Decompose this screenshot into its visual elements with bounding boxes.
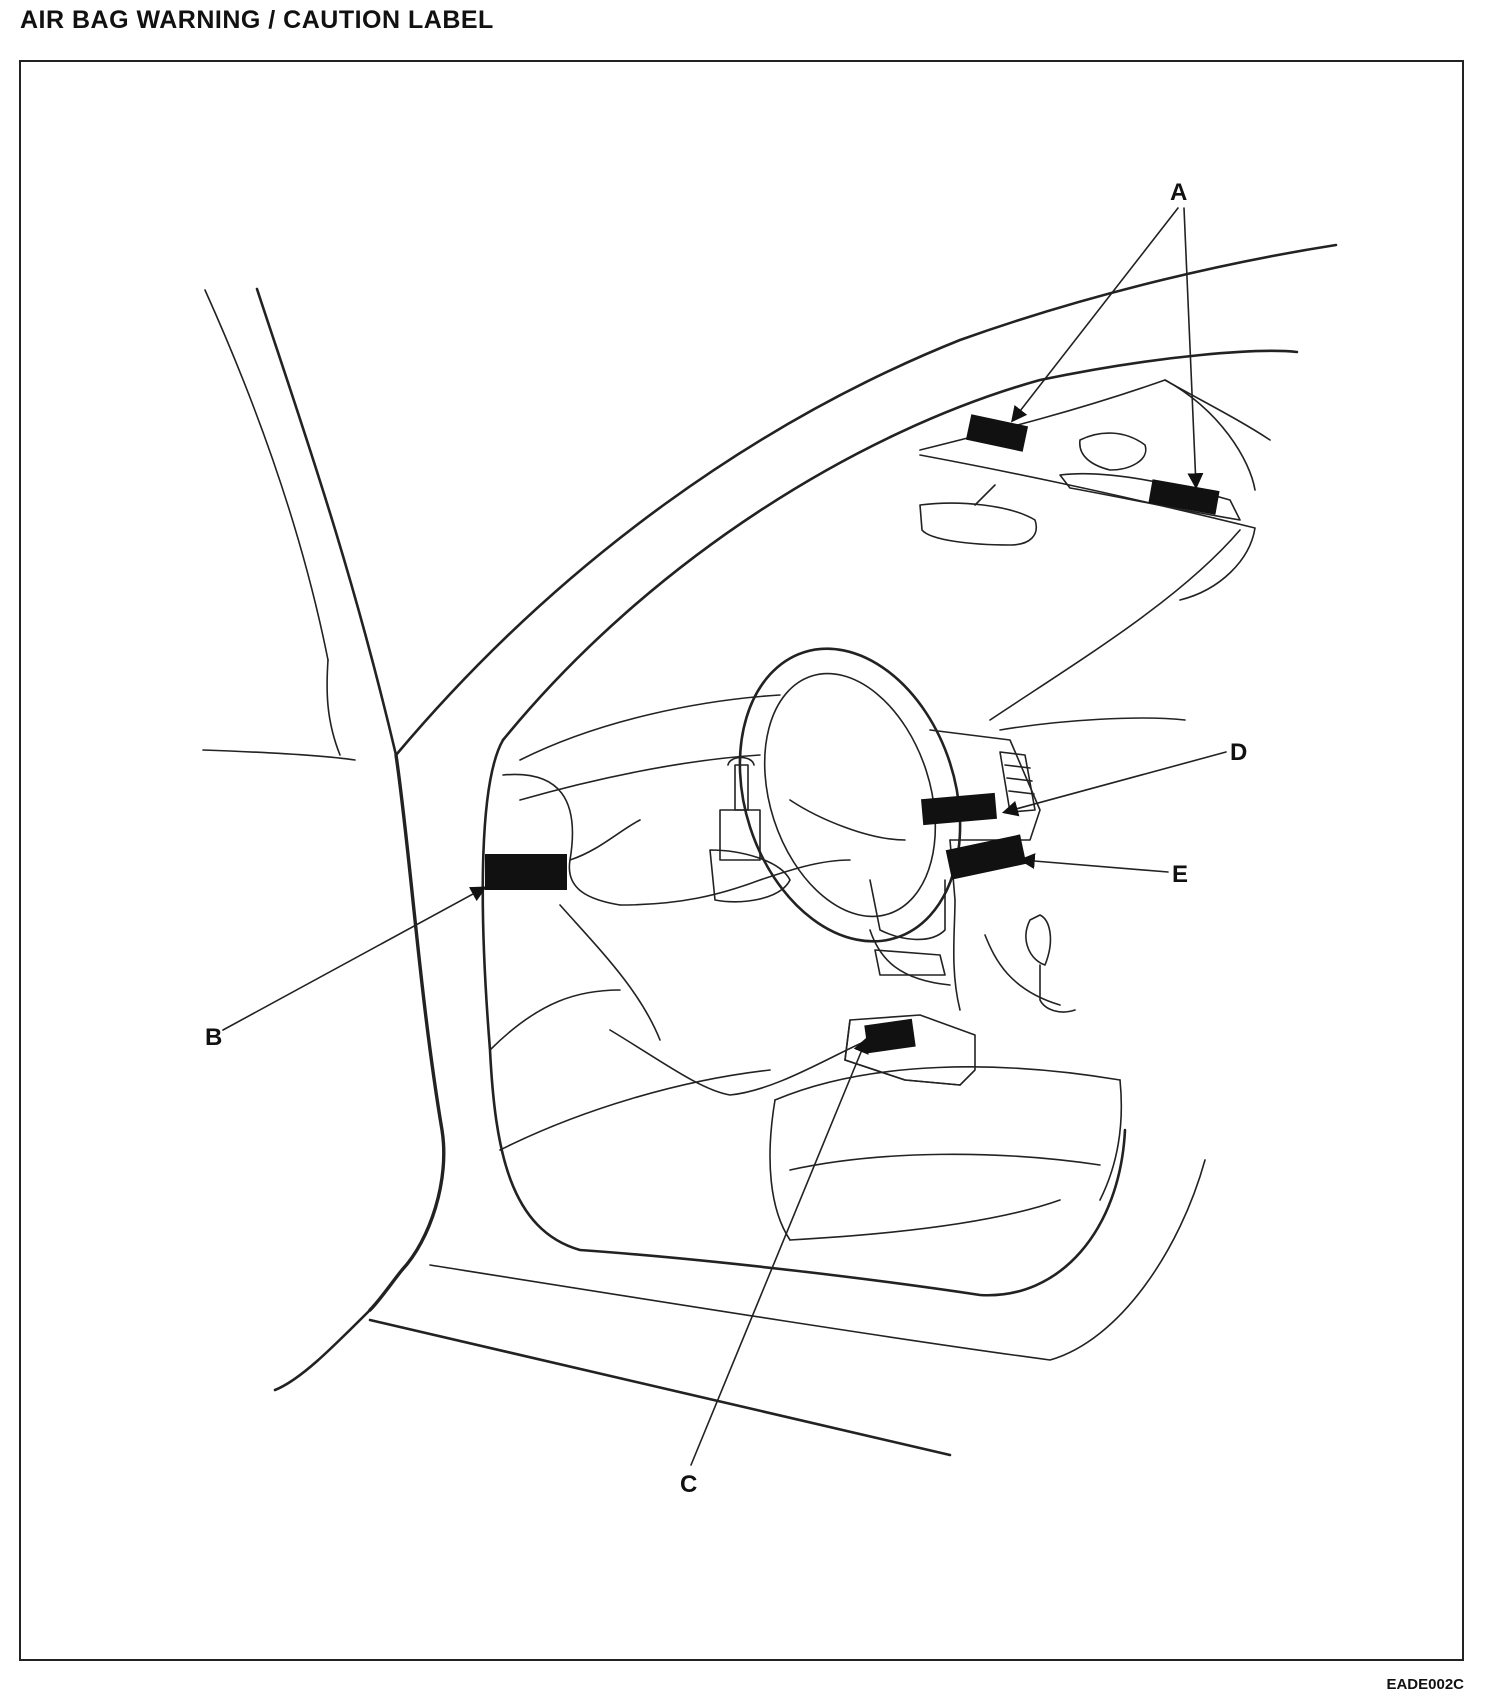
leader-c — [690, 1037, 869, 1466]
warning-labels — [485, 414, 1220, 1054]
label-b — [485, 854, 567, 890]
headliner-console — [919, 379, 1271, 731]
leader-e — [1018, 853, 1169, 873]
leader-lines — [222, 207, 1227, 1466]
label-a-left — [965, 414, 1029, 452]
console-box — [844, 1014, 976, 1086]
leader-d — [1001, 751, 1227, 817]
seat — [769, 1066, 1123, 1241]
callout-c: C — [680, 1471, 697, 1498]
leader-b — [222, 886, 487, 1031]
center-stack — [869, 729, 1041, 1011]
a-pillar — [202, 287, 398, 761]
callout-b: B — [205, 1024, 222, 1051]
label-d — [921, 792, 997, 826]
callout-e: E — [1172, 861, 1188, 888]
label-c — [864, 1018, 916, 1054]
windshield-edge — [394, 243, 1338, 757]
label-e — [945, 834, 1027, 880]
figure-code: EADE002C — [1386, 1676, 1464, 1693]
leader-a-2 — [1183, 207, 1204, 490]
callout-d: D — [1230, 739, 1247, 766]
callout-letters: A B C D E — [205, 179, 1247, 1498]
steering-wheel — [738, 647, 962, 943]
gear-lever — [984, 914, 1076, 1013]
leader-a-1 — [1011, 207, 1179, 423]
dashboard — [489, 694, 881, 1151]
diagram-frame — [19, 60, 1464, 1661]
door-opening — [273, 738, 1206, 1457]
diagram-title: AIR BAG WARNING / CAUTION LABEL — [20, 6, 494, 34]
callout-a: A — [1170, 179, 1187, 206]
